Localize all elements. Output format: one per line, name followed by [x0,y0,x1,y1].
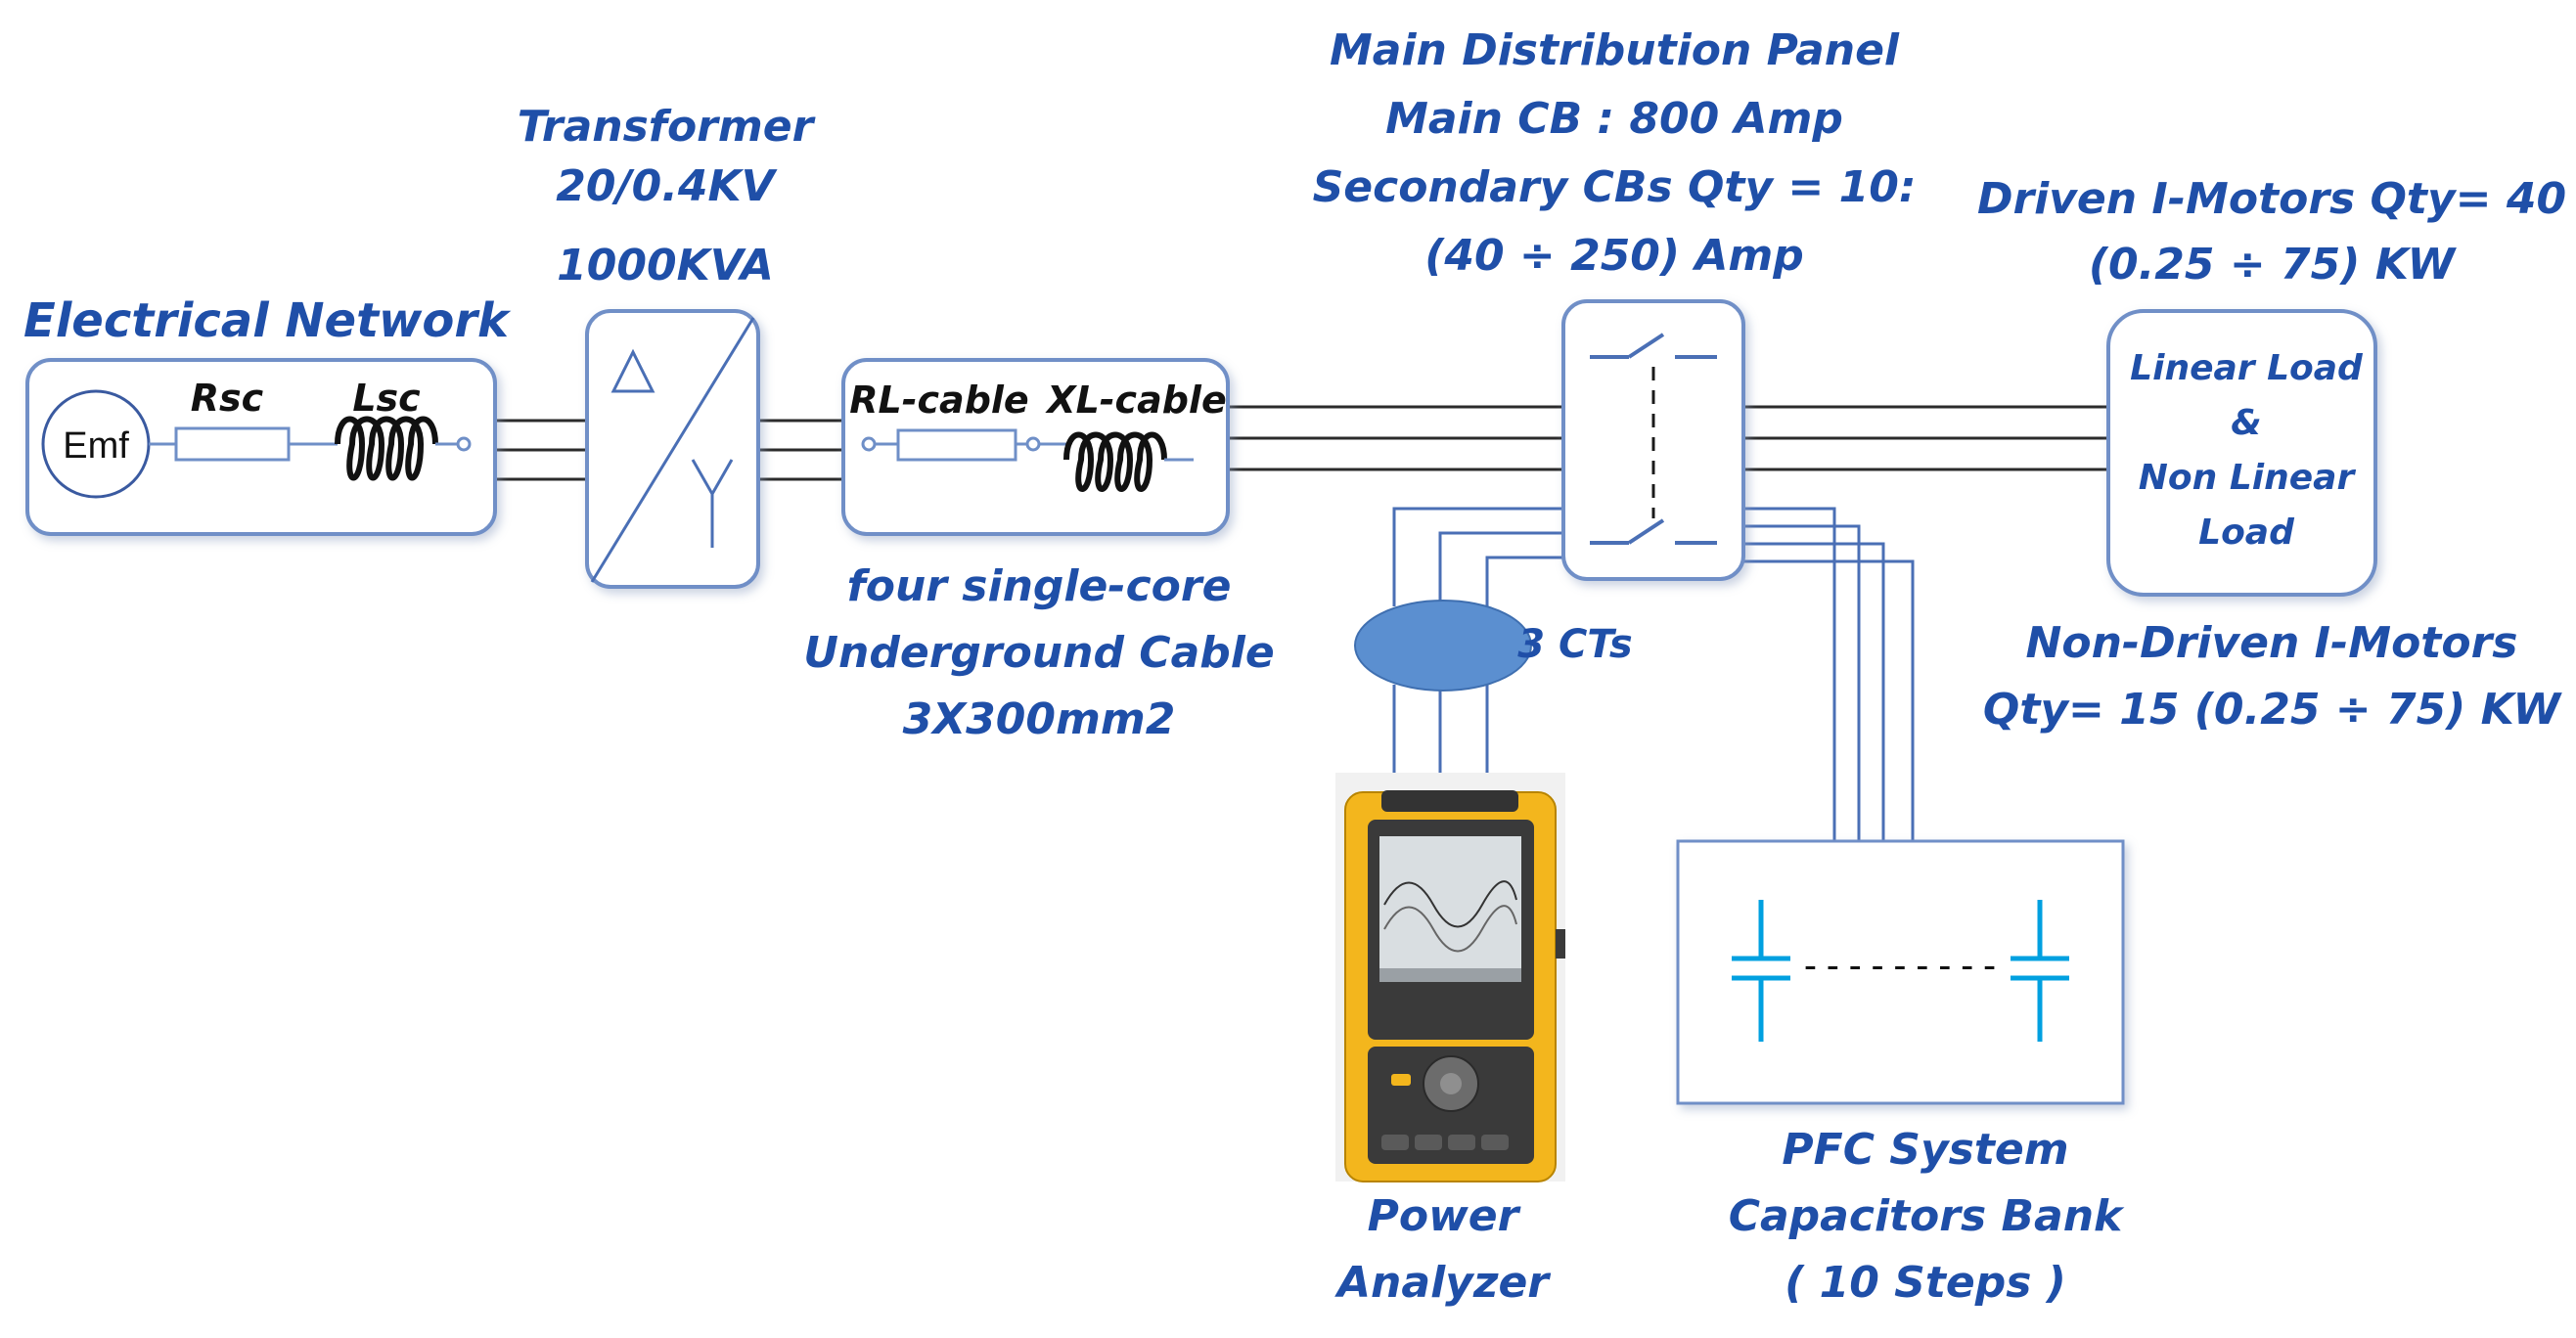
transformer-line-1: Transformer [518,102,816,152]
capacitor-dashes: --------- [1799,944,2001,987]
circuit-breaker-icon [1590,333,1717,545]
analyzer-line-1: Power [1368,1191,1521,1241]
pfc-line-3: ( 10 Steps ) [1785,1258,2066,1308]
driven-motors-line-1: Driven I-Motors Qty= 40 [1977,174,2566,224]
pfc-line-2: Capacitors Bank [1729,1191,2125,1241]
cable-desc-line-2: Underground Cable [803,628,1274,678]
rl-cable-resistor [896,428,1017,462]
load-line-1: Linear Load [2130,348,2364,388]
pfc-wires [1743,507,1915,841]
pfc-line-1: PFC System [1782,1125,2068,1175]
nondriven-motors-line-1: Non-Driven I-Motors [2026,618,2518,668]
ct-ellipse [1354,600,1532,691]
transformer-line-3: 1000KVA [557,241,774,290]
cable-desc-line-3: 3X300mm2 [903,694,1176,744]
cable-terminal-left [861,436,877,452]
network-terminal [456,436,472,452]
load-line-4: Load [2198,513,2295,553]
xl-cable-inductor-icon [1063,431,1167,492]
main-bus-wires [494,405,2108,481]
power-analyzer-device [1335,773,1565,1182]
capacitor-icon-right [2011,900,2069,1042]
panel-line-4: (40 ÷ 250) Amp [1424,231,1804,281]
nondriven-motors-line-2: Qty= 15 (0.25 ÷ 75) KW [1983,685,2563,735]
lsc-label: Lsc [352,377,421,420]
ct-tap-wires [1392,507,1563,773]
ct-label: 3 CTs [1517,622,1632,667]
cable-desc-line-1: four single-core [847,561,1232,611]
emf-label: Emf [63,425,129,467]
panel-line-3: Secondary CBs Qty = 10: [1313,162,1917,212]
transformer-line-2: 20/0.4KV [556,161,777,211]
xl-cable-label: XL-cable [1045,379,1226,422]
lsc-inductor-icon [335,416,438,481]
delta-winding-icon [610,348,655,393]
panel-line-1: Main Distribution Panel [1330,25,1900,75]
wye-winding-icon [691,459,734,548]
pfc-box [1676,839,2125,1105]
load-box [2106,309,2377,597]
network-title: Electrical Network [23,293,512,348]
driven-motors-line-2: (0.25 ÷ 75) KW [2089,240,2458,290]
panel-line-2: Main CB : 800 Amp [1385,94,1843,144]
rsc-label: Rsc [191,377,264,420]
capacitor-icon-left [1732,900,1790,1042]
rsc-resistor [174,426,291,462]
analyzer-line-2: Analyzer [1334,1258,1551,1308]
cable-terminal-mid [1025,436,1041,452]
transformer-diagonal [590,317,755,583]
load-line-2: & [2231,403,2261,443]
rl-cable-label: RL-cable [849,379,1028,422]
load-line-3: Non Linear [2139,458,2357,498]
